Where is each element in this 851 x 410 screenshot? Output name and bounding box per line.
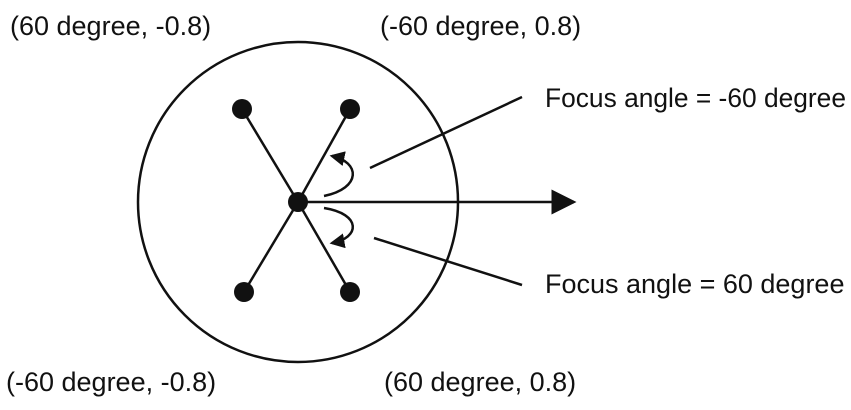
label-focus-upper: Focus angle = -60 degree [545,83,846,113]
label-top-left: (60 degree, -0.8) [10,11,211,41]
spoke-lower-left [242,201,300,293]
spoke-upper-right [296,108,352,203]
node-top-right [340,99,360,119]
center-node [288,192,308,212]
label-top-right: (-60 degree, 0.8) [380,11,581,41]
node-bottom-right [340,282,360,302]
node-bottom-left [234,282,254,302]
leader-line-lower [373,236,523,287]
node-top-left [232,99,252,119]
spoke-upper-left [240,108,300,203]
angle-arrow-lower [323,206,354,249]
label-bottom-right: (60 degree, 0.8) [384,367,576,397]
leader-line-upper [369,95,523,170]
label-focus-lower: Focus angle = 60 degree [545,269,844,299]
spoke-lower-right [296,201,352,293]
label-bottom-left: (-60 degree, -0.8) [6,367,216,397]
angle-arrow-upper [323,151,354,198]
